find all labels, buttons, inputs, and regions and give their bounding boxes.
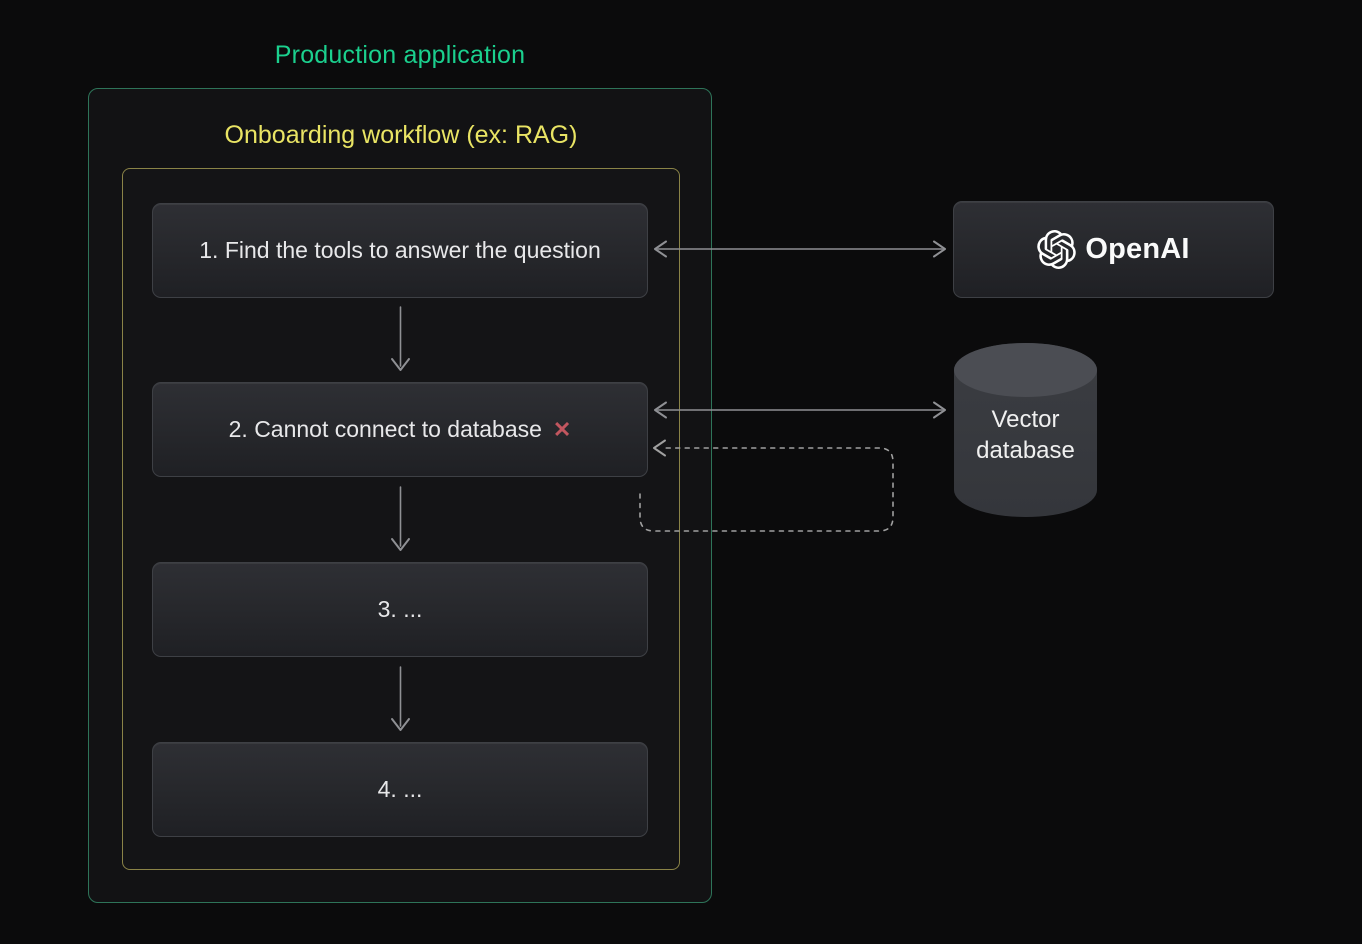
onboarding-workflow-title: Onboarding workflow (ex: RAG): [224, 121, 578, 149]
vector-database-label: Vector database: [953, 404, 1098, 466]
openai-label: OpenAI: [1085, 233, 1190, 265]
error-x-icon: ✕: [552, 416, 572, 442]
step-4-label: 4. ...: [377, 776, 423, 802]
step-2-node: 2. Cannot connect to database ✕: [152, 382, 648, 477]
openai-logo-icon: [1037, 230, 1077, 269]
production-application-title: Production application: [274, 41, 526, 69]
vector-database-label-line1: Vector: [991, 406, 1060, 433]
openai-node: OpenAI: [953, 201, 1274, 298]
step-2-label: 2. Cannot connect to database: [228, 416, 542, 442]
vector-database-label-line2: database: [976, 437, 1075, 464]
step-3-label: 3. ...: [377, 596, 423, 622]
step-1-node: 1. Find the tools to answer the question: [152, 203, 648, 298]
step-1-label: 1. Find the tools to answer the question: [199, 237, 601, 263]
step-4-node: 4. ...: [152, 742, 648, 837]
database-cylinder-icon: [954, 343, 1097, 517]
vector-database-node: Vector database: [953, 342, 1098, 518]
step-3-node: 3. ...: [152, 562, 648, 657]
